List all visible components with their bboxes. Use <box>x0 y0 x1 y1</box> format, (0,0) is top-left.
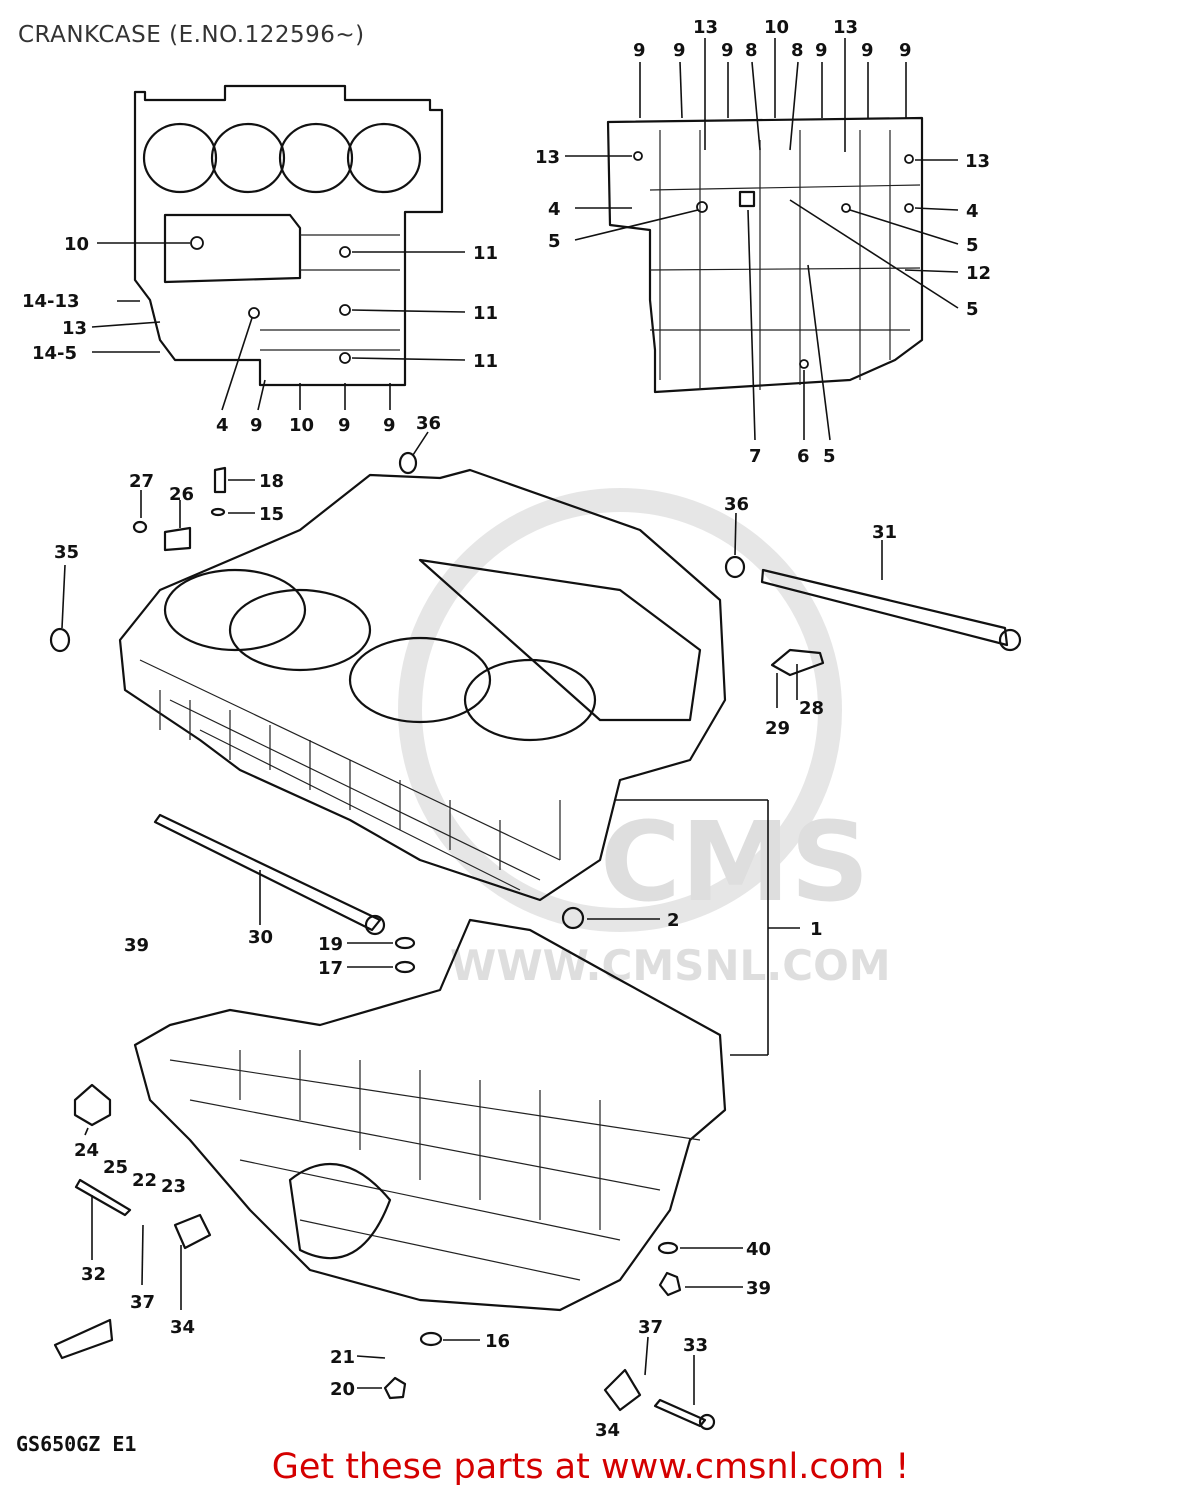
callout-label: 1 <box>810 919 823 940</box>
callout-label: 9 <box>899 40 912 61</box>
callout-label: 28 <box>799 698 824 719</box>
upper-case-top-view <box>133 84 444 387</box>
callout-label: 10 <box>764 17 789 38</box>
callout-label: 23 <box>161 1176 186 1197</box>
model-code: GS650GZ E1 <box>16 1432 137 1456</box>
callout-label: 5 <box>966 299 979 320</box>
callout-label: 25 <box>103 1157 128 1178</box>
callout-label: 39 <box>746 1278 771 1299</box>
promo-link-text[interactable]: Get these parts at www.cmsnl.com ! <box>271 1447 910 1487</box>
callout-label: 36 <box>724 494 749 515</box>
callout-label: 2 <box>667 910 680 931</box>
callout-label: 9 <box>673 40 686 61</box>
callout-label: 11 <box>473 303 498 324</box>
callout-label: 31 <box>872 522 897 543</box>
callout-label: 9 <box>861 40 874 61</box>
top-right-leaders <box>565 38 959 441</box>
top-left-labels: 10 11 11 11 14-13 13 14-5 4 9 10 9 9 <box>22 234 498 436</box>
callout-label: 10 <box>64 234 89 255</box>
callout-label: 16 <box>485 1331 510 1352</box>
callout-label: 26 <box>169 484 194 505</box>
callout-label: 15 <box>259 504 284 525</box>
callout-label: 27 <box>129 471 154 492</box>
callout-label: 13 <box>693 17 718 38</box>
watermark-url: WWW.CMSNL.COM <box>450 941 891 990</box>
callout-label: 9 <box>338 415 351 436</box>
callout-label: 4 <box>966 201 979 222</box>
callout-label: 19 <box>318 934 343 955</box>
callout-label: 11 <box>473 243 498 264</box>
watermark-logo: CMS <box>600 798 869 926</box>
callout-label: 5 <box>823 446 836 467</box>
callout-label: 9 <box>721 40 734 61</box>
callout-label: 39 <box>124 935 149 956</box>
callout-label: 40 <box>746 1239 771 1260</box>
callout-label: 5 <box>548 231 561 252</box>
callout-label: 21 <box>330 1347 355 1368</box>
callout-label: 9 <box>383 415 396 436</box>
callout-label: 11 <box>473 351 498 372</box>
callout-label: 20 <box>330 1379 355 1400</box>
callout-label: 24 <box>74 1140 99 1161</box>
callout-label: 37 <box>130 1292 155 1313</box>
callout-label: 8 <box>745 40 758 61</box>
callout-label: 4 <box>548 199 561 220</box>
cmsnl-watermark: CMS WWW.CMSNL.COM <box>398 488 891 990</box>
callout-label: 13 <box>965 151 990 172</box>
callout-label: 33 <box>683 1335 708 1356</box>
callout-label: 13 <box>62 318 87 339</box>
callout-label: 34 <box>595 1420 620 1441</box>
callout-label: 17 <box>318 958 343 979</box>
top-right-labels: 9 9 13 9 8 10 8 9 13 9 9 13 13 4 4 5 5 1… <box>535 17 991 467</box>
callout-label: 36 <box>416 413 441 434</box>
callout-label: 30 <box>248 927 273 948</box>
callout-label: 9 <box>250 415 263 436</box>
callout-label: 9 <box>815 40 828 61</box>
callout-label: 37 <box>638 1317 663 1338</box>
callout-label: 18 <box>259 471 284 492</box>
callout-label: 13 <box>535 147 560 168</box>
callout-label: 29 <box>765 718 790 739</box>
callout-label: 35 <box>54 542 79 563</box>
callout-label: 14-13 <box>22 291 80 312</box>
top-left-leaders <box>91 236 466 411</box>
callout-label: 12 <box>966 263 991 284</box>
callout-label: 7 <box>749 446 762 467</box>
page-title: CRANKCASE (E.NO.122596~) <box>18 22 365 48</box>
lower-case-bottom-view <box>606 116 924 394</box>
callout-label: 4 <box>216 415 229 436</box>
callout-label: 32 <box>81 1264 106 1285</box>
main-leaders <box>61 431 883 1405</box>
main-labels: 36 27 26 18 15 35 36 31 28 29 30 19 17 2… <box>54 413 897 1441</box>
callout-label: 14-5 <box>32 343 77 364</box>
callout-label: 10 <box>289 415 314 436</box>
lower-crankcase <box>133 918 727 1312</box>
callout-label: 8 <box>791 40 804 61</box>
callout-label: 9 <box>633 40 646 61</box>
callout-label: 22 <box>132 1170 157 1191</box>
callout-label: 34 <box>170 1317 195 1338</box>
callout-label: 5 <box>966 235 979 256</box>
loose-parts <box>49 451 1022 1431</box>
upper-crankcase <box>118 468 727 902</box>
callout-label: 6 <box>797 446 810 467</box>
callout-label: 13 <box>833 17 858 38</box>
